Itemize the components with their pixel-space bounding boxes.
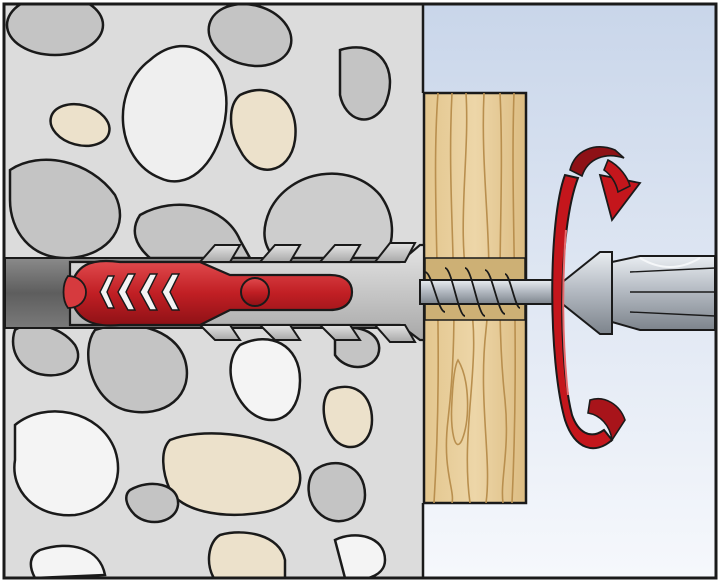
wall-aggregate-stones (5, 5, 394, 577)
plug-teeth (197, 242, 417, 343)
plug-red-core (68, 259, 354, 327)
screw (419, 251, 613, 335)
plug-chevrons (99, 273, 181, 311)
rotation-arrow (551, 146, 642, 450)
plug-red-joint (240, 277, 270, 307)
screwdriver (611, 255, 716, 331)
plug-anchor (62, 242, 426, 343)
screw-thread (424, 267, 521, 317)
plug-tip (62, 275, 87, 309)
